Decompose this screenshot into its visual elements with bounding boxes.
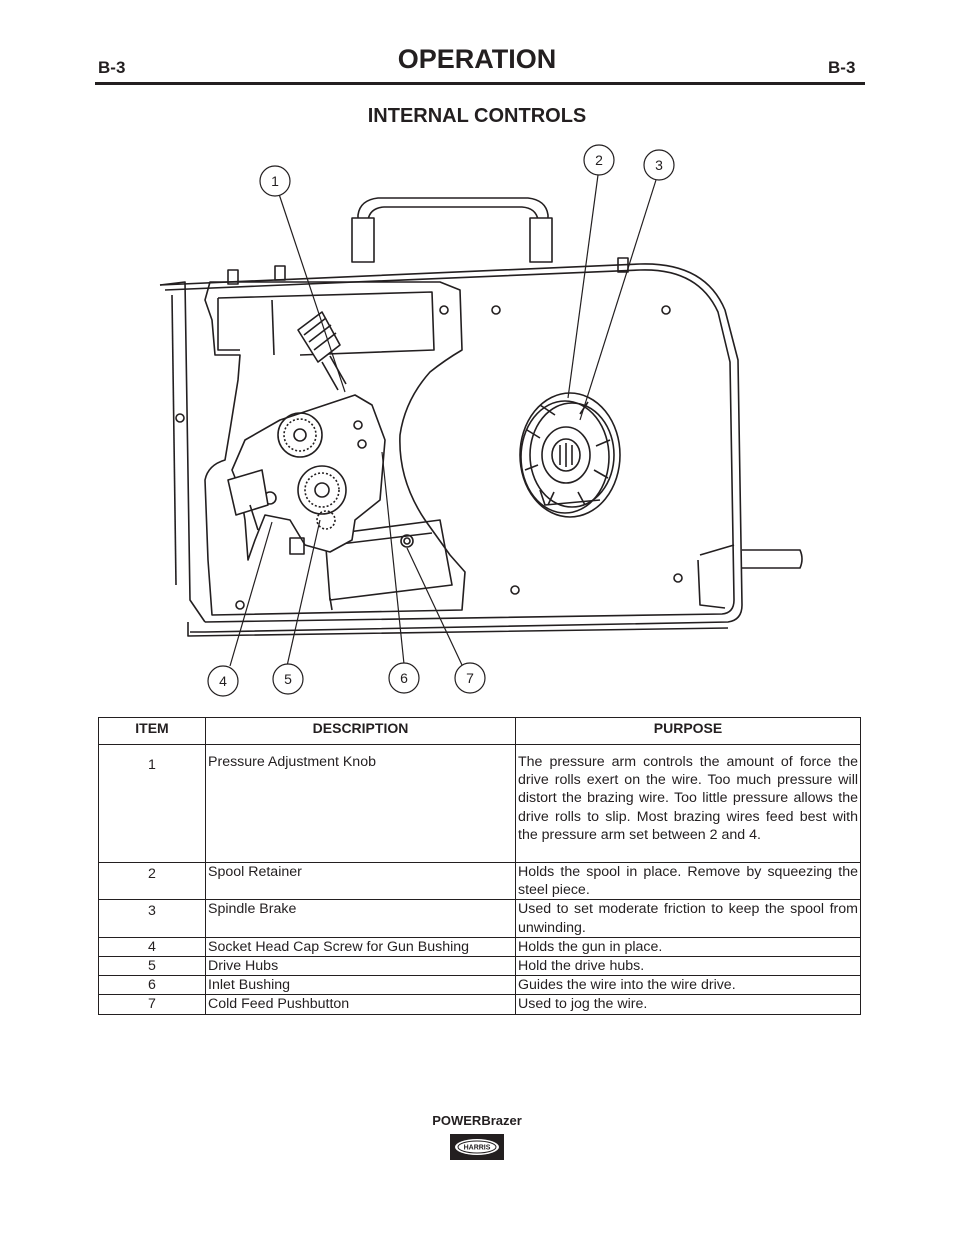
description-cell: Spindle Brake xyxy=(205,899,516,938)
column-header-description: DESCRIPTION xyxy=(205,717,516,745)
table-row: 2 Spool Retainer Holds the spool in plac… xyxy=(98,861,861,901)
harris-logo-icon: HARRIS xyxy=(450,1134,504,1160)
drive-assembly-drawing xyxy=(227,394,386,561)
description-cell: Spool Retainer xyxy=(205,861,516,901)
column-header-item: ITEM xyxy=(98,717,206,745)
section-title: INTERNAL CONTROLS xyxy=(367,105,587,127)
pressure-knob-drawing xyxy=(297,311,347,391)
purpose-cell: Guides the wire into the wire drive. xyxy=(515,975,861,996)
table-row: 6 Inlet Bushing Guides the wire into the… xyxy=(98,975,861,996)
callout-number: 5 xyxy=(284,671,292,687)
table-row: 7 Cold Feed Pushbutton Used to jog the w… xyxy=(98,994,861,1016)
callout-number: 4 xyxy=(219,673,227,689)
purpose-cell: Holds the gun in place. xyxy=(515,936,861,958)
column-header-purpose: PURPOSE xyxy=(515,717,861,745)
description-cell: Cold Feed Pushbutton xyxy=(205,994,516,1016)
table-row: 1 Pressure Adjustment Knob The pressure … xyxy=(98,744,861,863)
page-number-left: B-3 xyxy=(98,58,126,77)
purpose-cell: The pressure arm controls the amount of … xyxy=(515,744,861,863)
table-row: 3 Spindle Brake Used to set moderate fri… xyxy=(98,899,861,938)
item-cell: 7 xyxy=(98,994,206,1016)
item-cell: 5 xyxy=(98,956,206,977)
callout-number: 7 xyxy=(466,670,474,686)
logo-text: HARRIS xyxy=(464,1145,491,1152)
table-header-row: ITEM DESCRIPTION PURPOSE xyxy=(98,717,861,745)
page-number-right: B-3 xyxy=(828,58,856,77)
callout-circles xyxy=(207,144,675,697)
spool-hub-drawing xyxy=(519,392,621,518)
product-name: POWERBrazer xyxy=(432,1113,522,1128)
table-row: 5 Drive Hubs Hold the drive hubs. xyxy=(98,956,861,977)
table-row: 4 Socket Head Cap Screw for Gun Bushing … xyxy=(98,936,861,958)
internal-controls-table: ITEM DESCRIPTION PURPOSE 1 Pressure Adju… xyxy=(98,717,861,1016)
description-cell: Pressure Adjustment Knob xyxy=(205,744,516,863)
callout-number: 6 xyxy=(400,670,408,686)
item-cell: 6 xyxy=(98,975,206,996)
screws-drawing xyxy=(175,305,683,610)
handle-drawing xyxy=(351,197,553,263)
purpose-cell: Used to jog the wire. xyxy=(515,994,861,1016)
wire-drive-compartment-drawing xyxy=(204,281,466,616)
internal-controls-diagram: 1 2 3 4 5 6 7 xyxy=(159,144,803,697)
callout-number: 1 xyxy=(271,173,279,189)
description-cell: Inlet Bushing xyxy=(205,975,516,996)
callout-numbers: 1 2 3 4 5 6 7 xyxy=(219,152,663,689)
description-cell: Socket Head Cap Screw for Gun Bushing xyxy=(205,936,516,958)
purpose-cell: Holds the spool in place. Remove by sque… xyxy=(515,861,861,901)
callout-number: 3 xyxy=(655,157,663,173)
item-cell: 1 xyxy=(98,744,206,863)
description-cell: Drive Hubs xyxy=(205,956,516,977)
callout-number: 2 xyxy=(595,152,603,168)
purpose-cell: Used to set moderate friction to keep th… xyxy=(515,899,861,938)
item-cell: 3 xyxy=(98,899,206,938)
purpose-cell: Hold the drive hubs. xyxy=(515,956,861,977)
item-cell: 2 xyxy=(98,861,206,901)
housing-drawing xyxy=(159,257,803,637)
callout-leaders xyxy=(229,174,657,667)
item-cell: 4 xyxy=(98,936,206,958)
header-rule xyxy=(95,82,865,85)
page-title: OPERATION xyxy=(397,44,557,74)
